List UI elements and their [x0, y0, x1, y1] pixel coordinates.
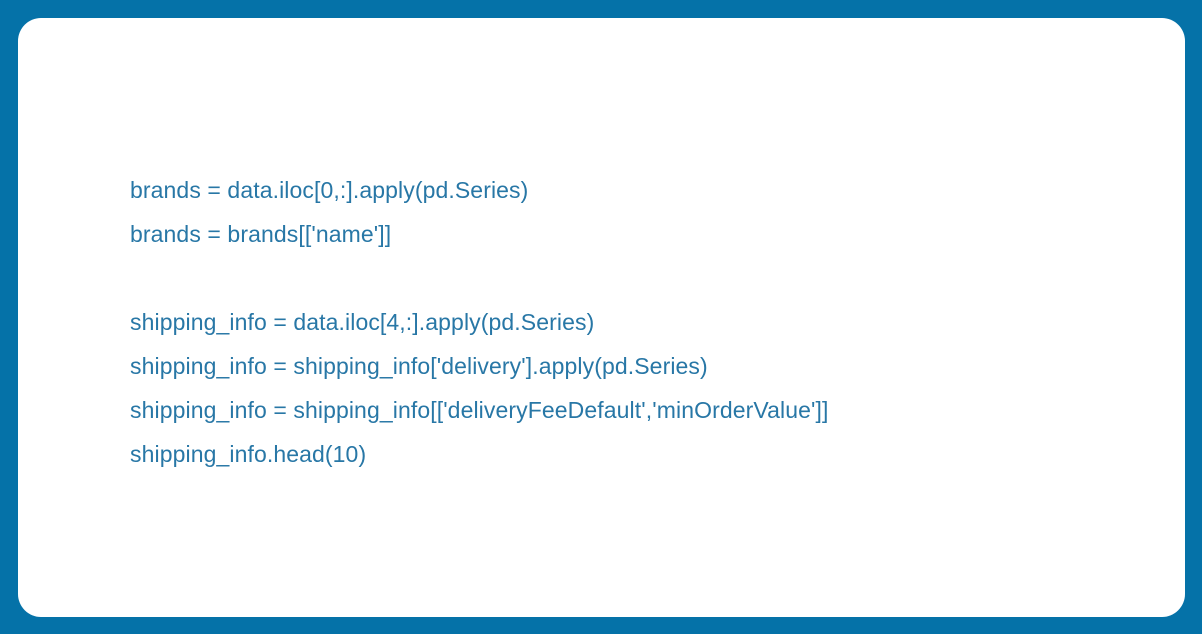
- code-block: brands = data.iloc[0,:].apply(pd.Series)…: [130, 168, 1130, 476]
- code-line: brands = data.iloc[0,:].apply(pd.Series): [130, 177, 529, 203]
- code-line: shipping_info = shipping_info[['delivery…: [130, 397, 829, 423]
- code-line: shipping_info = data.iloc[4,:].apply(pd.…: [130, 309, 595, 335]
- code-line: brands = brands[['name']]: [130, 221, 392, 247]
- content-card: brands = data.iloc[0,:].apply(pd.Series)…: [18, 18, 1185, 617]
- code-line: shipping_info = shipping_info['delivery'…: [130, 353, 708, 379]
- code-line: shipping_info.head(10): [130, 441, 367, 467]
- code-line-blank: [130, 256, 1130, 300]
